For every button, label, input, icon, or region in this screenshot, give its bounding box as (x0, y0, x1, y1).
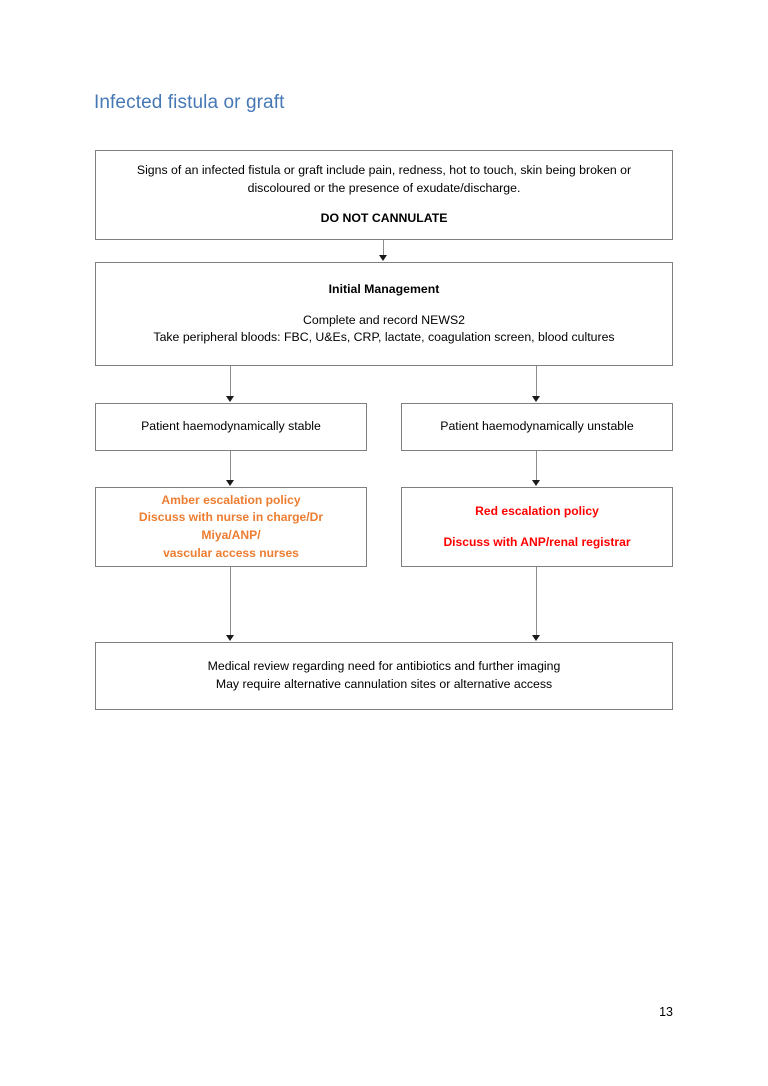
connector-signs-to-initial (383, 240, 385, 256)
flow-node-patient-stable: Patient haemodynamically stable (95, 403, 367, 451)
flow-node-medical-review: Medical review regarding need for antibi… (95, 642, 673, 710)
flow-node-signs: Signs of an infected fistula or graft in… (95, 150, 673, 240)
red-heading: Red escalation policy (475, 503, 599, 518)
flow-node-initial-management: Initial Management Complete and record N… (95, 262, 673, 366)
page-title: Infected fistula or graft (94, 92, 285, 113)
review-line-2: May require alternative cannulation site… (215, 677, 553, 691)
arrowhead-initial-to-stable (225, 396, 234, 402)
red-line-1: Discuss with ANP/renal registrar (443, 534, 631, 549)
signs-line-2: discoloured or the presence of exudate/d… (247, 180, 521, 195)
connector-stable-to-amber (230, 451, 232, 481)
arrowhead-red-to-review (531, 635, 540, 641)
connector-red-to-review (536, 567, 538, 636)
signs-do-not-cannulate: DO NOT CANNULATE (320, 211, 448, 226)
amber-line-1: Discuss with nurse in charge/Dr Miya/ANP… (138, 510, 324, 542)
unstable-label: Patient haemodynamically unstable (440, 419, 634, 434)
flow-node-red-escalation: Red escalation policy Discuss with ANP/r… (401, 487, 673, 567)
connector-unstable-to-red (536, 451, 538, 481)
flow-node-patient-unstable: Patient haemodynamically unstable (401, 403, 673, 451)
initial-line-2: Take peripheral bloods: FBC, U&Es, CRP, … (153, 330, 615, 345)
amber-line-2: vascular access nurses (163, 545, 299, 560)
arrowhead-stable-to-amber (225, 480, 234, 486)
initial-heading: Initial Management (328, 281, 440, 296)
connector-initial-to-unstable (536, 366, 538, 397)
signs-line-1: Signs of an infected fistula or graft in… (136, 162, 632, 177)
flow-node-amber-escalation: Amber escalation policy Discuss with nur… (95, 487, 367, 567)
arrowhead-initial-to-unstable (531, 396, 540, 402)
stable-label: Patient haemodynamically stable (141, 419, 321, 434)
connector-initial-to-stable (230, 366, 232, 397)
arrowhead-unstable-to-red (531, 480, 540, 486)
connector-amber-to-review (230, 567, 232, 636)
page-number: 13 (659, 1005, 673, 1019)
arrowhead-amber-to-review (225, 635, 234, 641)
review-line-1: Medical review regarding need for antibi… (207, 659, 561, 674)
arrowhead-signs-to-initial (378, 255, 387, 261)
initial-line-1: Complete and record NEWS2 (303, 312, 465, 327)
amber-heading: Amber escalation policy (161, 492, 301, 507)
